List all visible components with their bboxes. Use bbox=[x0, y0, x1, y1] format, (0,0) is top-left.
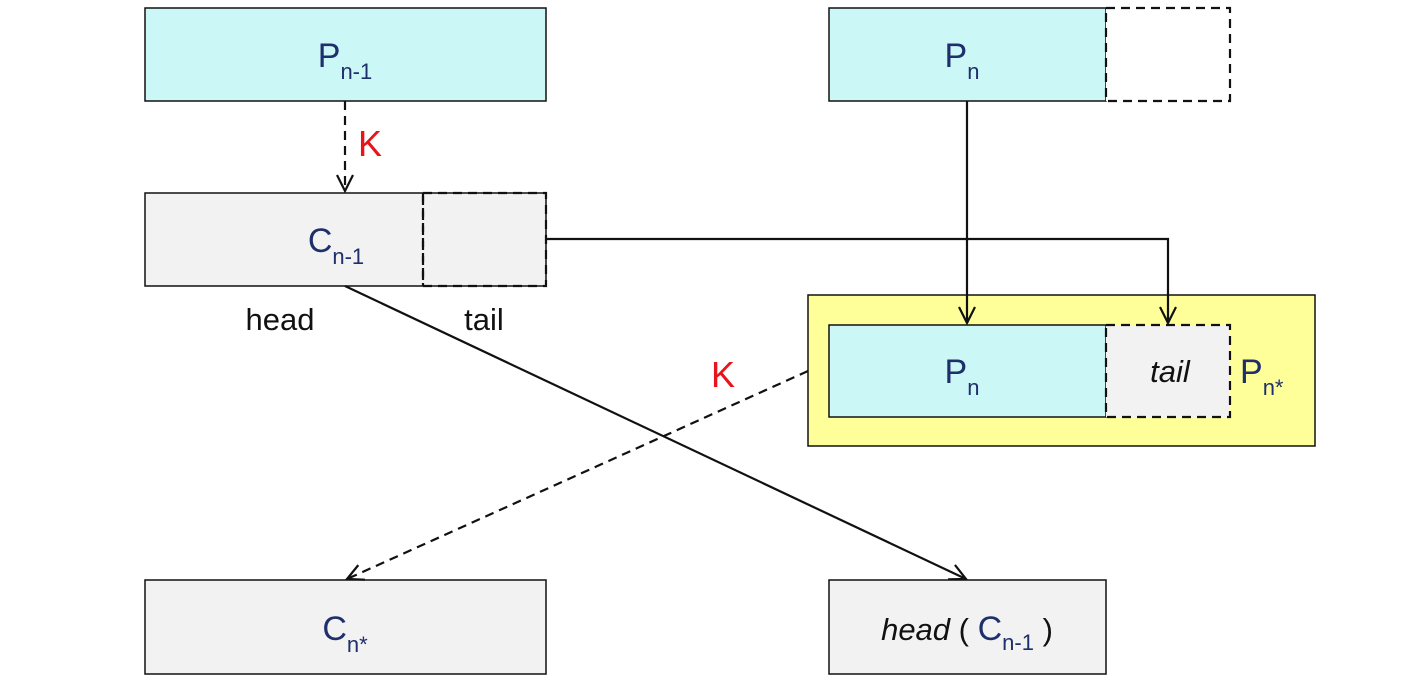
block-p-n-inner-label: Pn bbox=[945, 353, 980, 400]
head-output-close: ) bbox=[1034, 612, 1053, 647]
block-p-n-inner bbox=[828, 324, 1107, 418]
block-p-n-inner-sub: n bbox=[967, 375, 979, 400]
head-output-sub: n-1 bbox=[1002, 630, 1034, 655]
block-c-prev-label: Cn-1 bbox=[308, 222, 364, 269]
arrow-p-star-to-c-star bbox=[347, 369, 809, 579]
block-c-prev-sub: n-1 bbox=[332, 244, 364, 269]
head-output-open: ( bbox=[950, 612, 978, 647]
tail-label: tail bbox=[464, 302, 504, 337]
block-p-star-label: Pn* bbox=[1240, 353, 1284, 400]
block-p-star-base: P bbox=[1240, 353, 1263, 391]
block-c-star-sub: n* bbox=[347, 632, 368, 657]
head-output-base: C bbox=[978, 610, 1003, 648]
block-tail-cell-label: tail bbox=[1150, 354, 1191, 389]
block-p-n-inner-base: P bbox=[945, 353, 968, 391]
arrow-c-head-to-head-output bbox=[344, 285, 966, 579]
block-c-star-base: C bbox=[322, 610, 347, 648]
block-p-n-base: P bbox=[945, 37, 968, 75]
block-p-n-sub: n bbox=[967, 59, 979, 84]
block-tail-cell bbox=[1104, 323, 1232, 419]
block-p-prev bbox=[144, 7, 547, 102]
block-p-n-label: Pn bbox=[945, 37, 980, 84]
block-p-prev-base: P bbox=[318, 37, 341, 75]
block-head-output-label: head ( Cn-1 ) bbox=[881, 610, 1053, 655]
block-head-output bbox=[828, 579, 1107, 675]
block-p-prev-sub: n-1 bbox=[340, 59, 372, 84]
block-p-n-padding bbox=[1104, 6, 1232, 103]
block-c-star-label: Cn* bbox=[322, 610, 368, 657]
head-output-func: head bbox=[881, 612, 952, 647]
key-label-top: K bbox=[358, 123, 382, 164]
block-p-prev-label: Pn-1 bbox=[318, 37, 372, 84]
block-c-prev bbox=[144, 192, 547, 287]
block-p-star-sub: n* bbox=[1263, 375, 1284, 400]
block-p-n bbox=[828, 7, 1107, 102]
key-label-mid: K bbox=[711, 354, 735, 395]
arrow-c-tail-to-tail-cell bbox=[546, 237, 1168, 323]
head-label: head bbox=[246, 302, 315, 337]
block-c-prev-base: C bbox=[308, 222, 333, 260]
block-c-star bbox=[144, 579, 547, 675]
